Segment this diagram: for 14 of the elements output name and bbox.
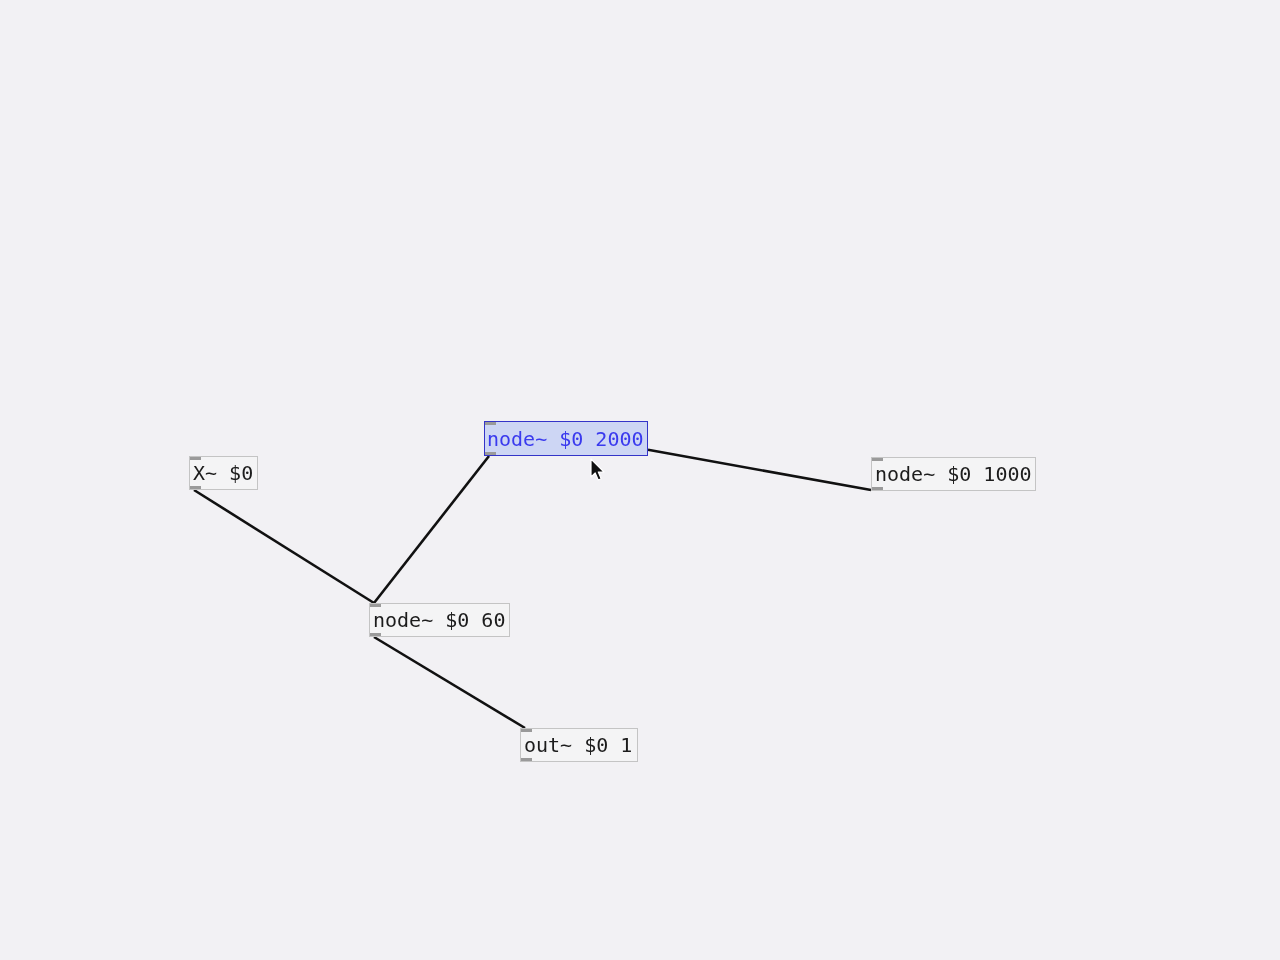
- object-text: node~ $0 2000: [487, 428, 644, 449]
- patch-cord: [647, 448, 872, 492]
- object-text: node~ $0 1000: [875, 464, 1032, 484]
- object-box: [871, 457, 1036, 491]
- object-box: [520, 728, 638, 762]
- patch-cord: [372, 455, 491, 604]
- object-box: [484, 421, 648, 456]
- object-box: [369, 603, 510, 637]
- object-box: [189, 456, 258, 490]
- patch-cord: [193, 488, 375, 605]
- object-text: node~ $0 60: [373, 610, 506, 630]
- object-text: X~ $0: [193, 463, 254, 483]
- object-text: out~ $0 1: [524, 735, 633, 755]
- patch-cord: [373, 635, 526, 730]
